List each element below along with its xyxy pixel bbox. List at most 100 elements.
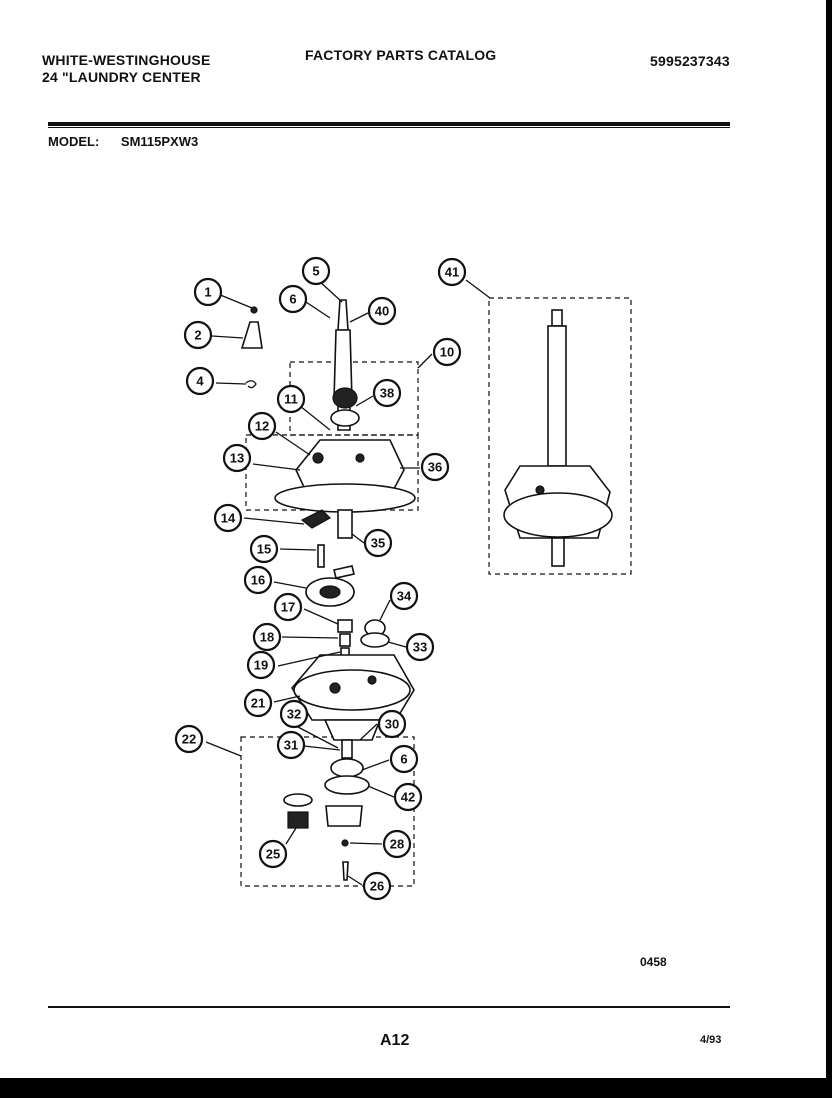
callout-1: 1 xyxy=(193,277,223,307)
svg-text:4: 4 xyxy=(196,374,204,389)
svg-text:2: 2 xyxy=(194,328,201,343)
drive-shaft-assembly xyxy=(330,299,360,431)
callout-6-upper: 6 xyxy=(278,284,308,314)
svg-text:35: 35 xyxy=(371,536,385,551)
callout-22: 22 xyxy=(174,724,204,754)
shift-lever xyxy=(300,509,331,529)
svg-text:16: 16 xyxy=(251,573,265,588)
cap-1 xyxy=(250,306,258,314)
coupling-25 xyxy=(287,811,309,829)
svg-text:15: 15 xyxy=(257,542,271,557)
group-box-41 xyxy=(488,297,632,575)
svg-text:19: 19 xyxy=(254,658,268,673)
svg-text:28: 28 xyxy=(390,837,404,852)
gear-33 xyxy=(360,632,390,648)
callout-34: 34 xyxy=(389,581,419,611)
svg-text:18: 18 xyxy=(260,630,274,645)
svg-text:32: 32 xyxy=(287,707,301,722)
svg-text:42: 42 xyxy=(401,790,415,805)
revision-date: 4/93 xyxy=(700,1034,722,1046)
svg-text:30: 30 xyxy=(385,717,399,732)
callout-11: 11 xyxy=(276,384,306,414)
svg-text:17: 17 xyxy=(281,600,295,615)
callout-33: 33 xyxy=(405,632,435,662)
catalog-number: 5995237343 xyxy=(650,53,730,69)
washer-42 xyxy=(324,775,370,795)
callout-42: 42 xyxy=(393,782,423,812)
model-row: MODEL: SM115PXW3 xyxy=(48,134,198,149)
svg-text:13: 13 xyxy=(230,451,244,466)
callout-6-lower: 6 xyxy=(389,744,419,774)
header-rule-thin xyxy=(48,127,730,128)
svg-text:41: 41 xyxy=(445,265,459,280)
screw-28 xyxy=(341,839,349,847)
callout-35: 35 xyxy=(363,528,393,558)
callout-32: 32 xyxy=(279,699,309,729)
bolt-26 xyxy=(342,861,349,881)
svg-text:21: 21 xyxy=(251,696,265,711)
svg-text:31: 31 xyxy=(284,738,298,753)
agitator-cap-2 xyxy=(240,321,263,349)
svg-text:40: 40 xyxy=(375,304,389,319)
callout-4: 4 xyxy=(185,366,215,396)
callout-28: 28 xyxy=(382,829,412,859)
transmission-assembly-41 xyxy=(503,309,613,567)
callout-38: 38 xyxy=(372,378,402,408)
callout-13: 13 xyxy=(222,443,252,473)
tub-seal xyxy=(325,805,363,827)
lower-shaft xyxy=(341,739,353,759)
callout-5: 5 xyxy=(301,256,331,286)
callout-15: 15 xyxy=(249,534,279,564)
callout-26: 26 xyxy=(362,871,392,901)
transmission-housing xyxy=(291,654,415,741)
svg-text:1: 1 xyxy=(204,285,211,300)
svg-text:14: 14 xyxy=(221,511,236,526)
footer-rule xyxy=(48,1006,730,1008)
svg-text:26: 26 xyxy=(370,879,384,894)
pinion-shaft xyxy=(337,509,353,539)
callout-41: 41 xyxy=(437,257,467,287)
model-number: SM115PXW3 xyxy=(120,134,199,149)
model-label: MODEL: xyxy=(48,134,100,149)
transmission-cover xyxy=(274,439,416,513)
seal-6 xyxy=(330,758,364,778)
diagram-code: 0458 xyxy=(640,955,667,969)
callout-40: 40 xyxy=(367,296,397,326)
callout-30: 30 xyxy=(377,709,407,739)
header-rule xyxy=(48,122,730,126)
callout-12: 12 xyxy=(247,411,277,441)
callout-18: 18 xyxy=(252,622,282,652)
svg-text:25: 25 xyxy=(266,847,280,862)
bushing-17 xyxy=(337,619,353,633)
svg-text:38: 38 xyxy=(380,386,394,401)
exploded-parts-diagram: 1 2 4 5 6 40 10 11 38 12 13 36 14 35 15 … xyxy=(174,256,632,901)
callout-17: 17 xyxy=(273,592,303,622)
svg-text:34: 34 xyxy=(397,589,412,604)
svg-text:6: 6 xyxy=(400,752,407,767)
pin xyxy=(317,544,325,568)
callout-21: 21 xyxy=(243,688,273,718)
washer-18 xyxy=(339,633,351,647)
svg-text:11: 11 xyxy=(284,392,298,407)
callout-16: 16 xyxy=(243,565,273,595)
page-number: A12 xyxy=(380,1032,410,1049)
brand-block: WHITE-WESTINGHOUSE 24 "LAUNDRY CENTER xyxy=(42,52,210,86)
gear-16 xyxy=(305,565,355,607)
callout-36: 36 xyxy=(420,452,450,482)
group-box-22 xyxy=(240,736,415,887)
svg-text:6: 6 xyxy=(289,292,296,307)
callout-14: 14 xyxy=(213,503,243,533)
snap-ring xyxy=(283,793,313,807)
callout-2: 2 xyxy=(183,320,213,350)
product-line: 24 "LAUNDRY CENTER xyxy=(42,69,201,85)
parts-catalog-page: WHITE-WESTINGHOUSE 24 "LAUNDRY CENTER FA… xyxy=(0,0,826,1078)
svg-text:12: 12 xyxy=(255,419,269,434)
callout-25: 25 xyxy=(258,839,288,869)
svg-text:10: 10 xyxy=(440,345,454,360)
callout-31: 31 xyxy=(276,730,306,760)
callout-10: 10 xyxy=(432,337,462,367)
brand-name: WHITE-WESTINGHOUSE xyxy=(42,52,211,68)
svg-text:22: 22 xyxy=(182,732,196,747)
svg-text:5: 5 xyxy=(312,264,319,279)
group-box-36 xyxy=(245,434,419,511)
